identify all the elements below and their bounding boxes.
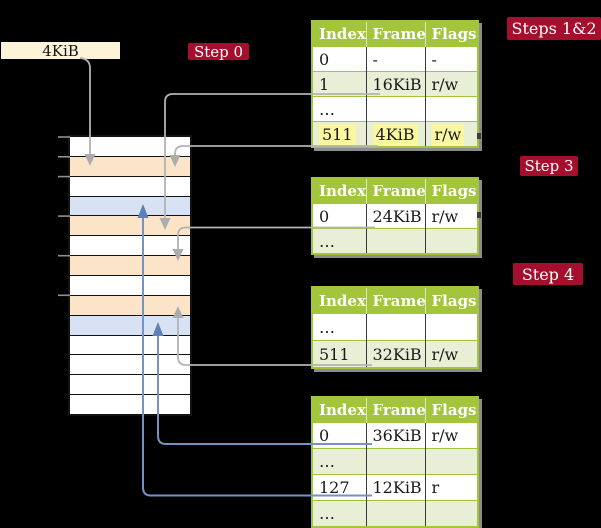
page-table-step-4-lower: Index Frame Flags 0 36KiB r/w … 127 12Ki… (311, 396, 479, 528)
cell-index: 0 (312, 203, 366, 229)
cell-flags: r (424, 474, 478, 501)
step-3-label: Step 3 (520, 156, 578, 176)
table-row: 127 12KiB r (312, 474, 478, 501)
cell-frame (365, 96, 425, 122)
highlighted-value: 4KiB (372, 123, 418, 146)
cell-frame (365, 313, 425, 341)
cell-flags (424, 96, 478, 122)
memory-frame-11 (70, 354, 190, 375)
table-header-row: Index Frame Flags (312, 287, 478, 314)
memory-frame-5 (70, 235, 190, 256)
table-row: 511 32KiB r/w (312, 340, 478, 368)
table-row: 1 16KiB r/w (312, 71, 478, 97)
cell-index: 127 (312, 474, 366, 501)
memory-frame-3 (70, 195, 190, 216)
table-row-highlighted: 511 4KiB r/w (312, 121, 478, 147)
cell-frame (365, 500, 425, 527)
memory-frame-10 (70, 334, 190, 355)
table-row: … (312, 96, 478, 122)
cell-index: 0 (312, 46, 366, 72)
column-header-flags: Flags (424, 21, 478, 47)
cell-index: 511 (312, 121, 366, 147)
table-row: 0 24KiB r/w (312, 203, 478, 229)
cell-frame: 36KiB (365, 422, 425, 449)
table-row: … (312, 228, 478, 254)
step-0-label: Step 0 (188, 43, 249, 61)
cell-flags (424, 500, 478, 527)
cell-frame (365, 228, 425, 254)
column-header-flags: Flags (424, 397, 478, 423)
memory-frame-8 (70, 294, 190, 315)
memory-frame-0 (70, 137, 190, 156)
table-header-row: Index Frame Flags (312, 178, 478, 204)
column-header-frame: Frame (365, 397, 426, 423)
cell-index: … (312, 500, 366, 527)
column-header-flags: Flags (424, 178, 478, 204)
cell-frame: 32KiB (365, 340, 425, 368)
memory-frame-13 (70, 394, 190, 415)
column-header-index: Index (312, 397, 366, 423)
cell-index: 1 (312, 71, 366, 97)
cell-frame: 4KiB (365, 121, 425, 147)
memory-frame-12 (70, 374, 190, 395)
cell-flags: r/w (424, 203, 478, 229)
column-header-index: Index (312, 21, 366, 47)
page-table-step-3: Index Frame Flags 0 24KiB r/w … (311, 177, 479, 255)
cell-flags (424, 448, 478, 475)
highlighted-value: 511 (319, 123, 356, 146)
cell-flags (424, 313, 478, 341)
frame-size-legend: 4KiB (1, 42, 120, 60)
page-table-steps-1-2: Index Frame Flags 0 - - 1 16KiB r/w … (311, 20, 479, 148)
cell-index: 0 (312, 422, 366, 449)
cell-flags: r/w (424, 340, 478, 368)
column-header-frame: Frame (365, 21, 426, 47)
table-row: … (312, 500, 478, 527)
table-row: 0 - - (312, 46, 478, 72)
memory-frame-2 (70, 175, 190, 196)
table-row: … (312, 313, 478, 341)
column-header-index: Index (312, 287, 366, 314)
column-header-frame: Frame (365, 287, 426, 314)
memory-frame-1 (70, 155, 190, 176)
cell-frame: 16KiB (365, 71, 425, 97)
cell-index: … (312, 96, 366, 122)
cell-flags: - (424, 46, 478, 72)
cell-index: … (312, 313, 366, 341)
steps-1-2-label: Steps 1&2 (507, 17, 601, 40)
cell-flags: r/w (424, 422, 478, 449)
table-header-row: Index Frame Flags (312, 21, 478, 47)
column-header-flags: Flags (424, 287, 478, 314)
cell-frame: 24KiB (365, 203, 425, 229)
cell-flags (424, 228, 478, 254)
cell-frame (365, 448, 425, 475)
column-header-index: Index (312, 178, 366, 204)
memory-frame-4 (70, 215, 190, 236)
cell-index: 511 (312, 340, 366, 368)
step-4-label: Step 4 (513, 263, 583, 285)
memory-frame-6 (70, 255, 190, 276)
memory-frame-7 (70, 275, 190, 295)
cell-frame: - (365, 46, 425, 72)
table-row: 0 36KiB r/w (312, 422, 478, 449)
page-table-step-4-upper: Index Frame Flags … 511 32KiB r/w (311, 286, 479, 369)
cell-index: … (312, 448, 366, 475)
column-header-frame: Frame (365, 178, 426, 204)
memory-frame-9 (70, 314, 190, 335)
cell-flags: r/w (424, 71, 478, 97)
physical-memory-column (68, 135, 192, 416)
cell-index: … (312, 228, 366, 254)
highlighted-value: r/w (431, 123, 465, 146)
table-header-row: Index Frame Flags (312, 397, 478, 423)
cell-flags: r/w (424, 121, 478, 147)
table-row: … (312, 448, 478, 475)
cell-frame: 12KiB (365, 474, 425, 501)
